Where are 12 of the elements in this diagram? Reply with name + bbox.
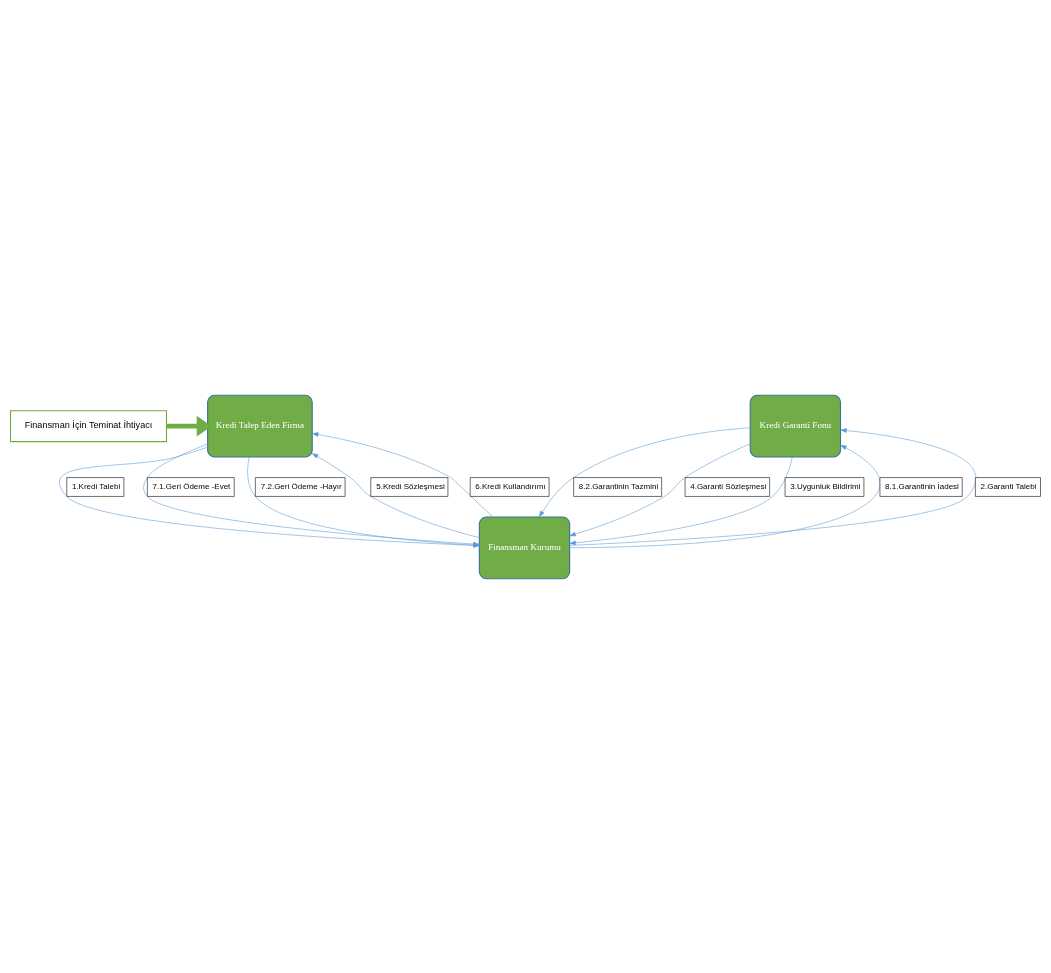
arrow [569,456,793,545]
arrow [312,452,480,538]
arrow [539,427,751,517]
node-box: Finansman İçin Teminat İhtiyacı [9,409,168,442]
arrow [569,427,977,546]
arrow [166,415,212,437]
node-box: Kredi Garanti Fonu [749,394,842,458]
arrow [569,444,881,548]
node-box: Finansman Kurumu [478,515,571,579]
node-box: Kredi Talep Eden Firma [207,394,313,458]
arrow [312,431,494,517]
arrow [569,443,751,536]
